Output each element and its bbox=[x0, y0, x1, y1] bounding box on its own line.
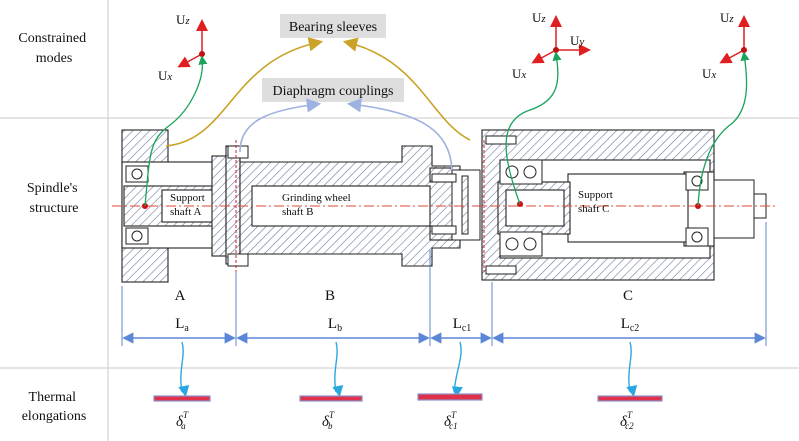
bearing-c2-top bbox=[685, 171, 709, 191]
shaft-c-tail bbox=[713, 179, 755, 239]
support-shaft-c bbox=[567, 173, 689, 243]
uy-label-c1: Uy bbox=[570, 33, 584, 48]
constraint-links bbox=[144, 51, 750, 207]
bearing-c1-top bbox=[499, 159, 543, 185]
elongation-bar-c2 bbox=[597, 395, 663, 402]
ux-label-a: Ux bbox=[158, 68, 172, 83]
length-lc2: Lc2 bbox=[621, 316, 640, 334]
coupling-ab-right-flange bbox=[225, 145, 241, 265]
bearing-sleeves-label: Bearing sleeves bbox=[289, 20, 377, 35]
spindle-structure: Support shaft A Grinding wheel shaft B S… bbox=[112, 129, 778, 283]
shaft-c-nose-core bbox=[505, 189, 565, 227]
row-label-thermal-elongations: Thermal elongations bbox=[22, 390, 87, 424]
elongation-bar-c1 bbox=[417, 393, 483, 401]
constraint-axes-c2: Uz Ux bbox=[702, 10, 750, 81]
bearing-a-top bbox=[125, 165, 149, 183]
constraint-axes-c1: Uz Ux Uy bbox=[512, 10, 591, 81]
length-lb: Lb bbox=[328, 316, 342, 334]
bearing-sleeve-arrows bbox=[165, 37, 471, 147]
elongation-bar-b bbox=[299, 395, 363, 402]
elongation-bar-a bbox=[153, 395, 211, 402]
support-shaft-a-label: Support shaft A bbox=[170, 192, 208, 218]
row-label-spindle-structure: Spindle's structure bbox=[27, 181, 81, 216]
diaphragm-coupling-arrows bbox=[239, 98, 453, 171]
uz-label-c2: Uz bbox=[720, 10, 734, 25]
uz-label-a: Uz bbox=[176, 12, 190, 27]
row-label-constrained-modes: Constrained modes bbox=[18, 31, 89, 66]
bearing-sleeves-callout: Bearing sleeves bbox=[280, 14, 386, 38]
ux-label-c1: Ux bbox=[512, 66, 526, 81]
section-c-label: C bbox=[623, 288, 633, 304]
constraint-axes-a: Uz Ux bbox=[158, 12, 208, 83]
section-labels: A B C bbox=[175, 288, 633, 304]
support-shaft-c-label: Support shaft C bbox=[578, 189, 616, 215]
grinding-wheel-shaft-b-label: Grinding wheel shaft B bbox=[282, 192, 353, 218]
section-b-label: B bbox=[325, 288, 335, 304]
dimension-lines: La Lb Lc1 Lc2 bbox=[121, 222, 767, 346]
diaphragm-couplings-callout: Diaphragm couplings bbox=[262, 78, 404, 102]
length-la: La bbox=[175, 316, 189, 334]
uz-label-c1: Uz bbox=[532, 10, 546, 25]
length-lc1: Lc1 bbox=[453, 316, 472, 334]
diaphragm-couplings-label: Diaphragm couplings bbox=[273, 84, 394, 99]
elongation-links bbox=[178, 341, 638, 398]
bearing-c2-bottom bbox=[685, 227, 709, 247]
section-a-label: A bbox=[175, 288, 186, 304]
bearing-a-bottom bbox=[125, 227, 149, 245]
bearing-c1-bottom bbox=[499, 231, 543, 257]
ux-label-c2: Ux bbox=[702, 66, 716, 81]
